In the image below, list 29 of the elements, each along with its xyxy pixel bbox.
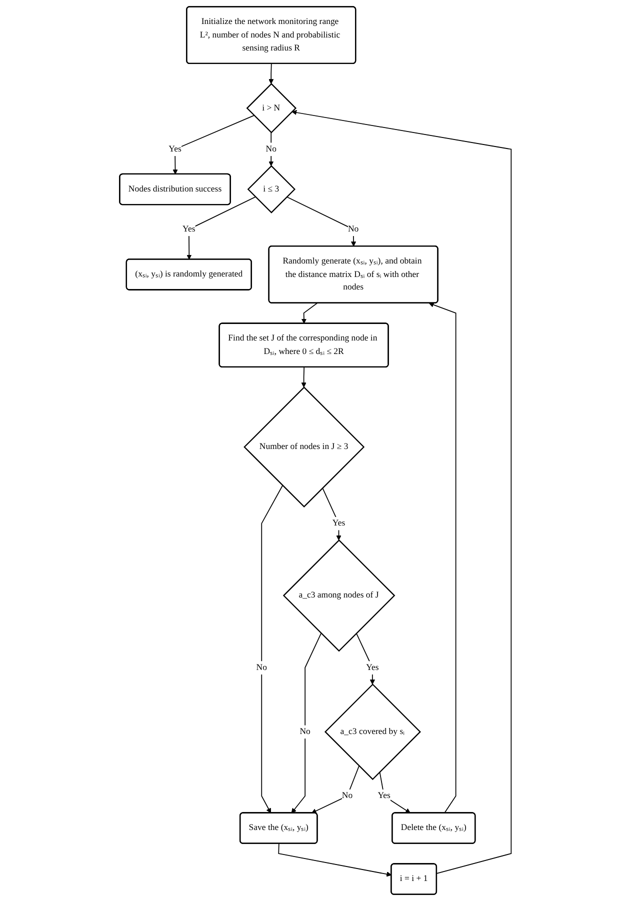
arrow [268,63,274,84]
arrow [286,196,356,247]
arrow [278,843,392,877]
arrow [186,196,256,260]
node-diamond: i ≤ 3 [246,165,296,214]
arrow [291,110,512,874]
edge-label: No [256,662,267,672]
edge-label: Yes [168,144,181,154]
arrow [378,772,410,814]
arrow [300,302,318,324]
edge-label: Yes [377,791,390,801]
arrow [172,115,254,174]
arrow [290,632,322,814]
arrow [322,488,341,540]
edge-label: Yes [366,662,378,672]
edge-label: Yes [332,518,345,528]
node-diamond: Number of nodes in J ≥ 3 [243,386,364,508]
edge-label: Yes [182,224,195,234]
arrow [300,366,306,388]
arrow [428,302,456,814]
edge-label: No [348,224,358,234]
node-diamond: a_c3 covered by sᵢ [324,684,421,780]
edge-label: No [341,791,352,801]
edge-label: No [265,144,276,154]
arrow [260,485,283,814]
edge-label: No [299,727,310,736]
arrow [311,765,360,814]
node-diamond: i > N [246,83,296,134]
node-diamond: a_c3 among nodes of J [282,539,395,652]
